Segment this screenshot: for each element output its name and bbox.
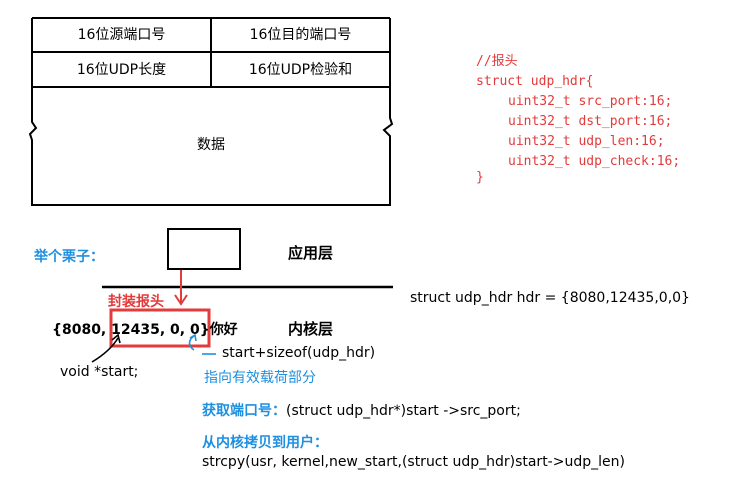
start-pointer (91, 333, 121, 363)
example-label: 举个栗子： (34, 249, 104, 265)
code-struct-close: } (476, 170, 484, 185)
packet-bytes: {8080, 12435, 0, 0}你好 (52, 319, 238, 339)
src-port-cell: 16位源端口号 (77, 27, 166, 43)
code-field: uint32_t src_port:16; (508, 94, 673, 109)
void-start: void *start; (60, 364, 139, 380)
get-port-line: 获取端口号：(struct udp_hdr*)start ->src_port; (202, 400, 521, 420)
code-field: uint32_t dst_port:16; (508, 114, 673, 129)
udp-len-cell: 16位UDP长度 (76, 62, 167, 78)
dst-port-cell: 16位目的端口号 (249, 27, 352, 43)
code-struct-open: struct udp_hdr{ (476, 74, 594, 89)
kernel-layer-label: 内核层 (288, 320, 334, 338)
app-layer-box (167, 228, 241, 270)
packet-prefix: {8080, 1 (52, 322, 121, 338)
udp-header-table (28, 17, 394, 206)
header-highlight-box (109, 308, 211, 348)
payload-pointer (188, 333, 216, 355)
encap-label: 封装报头 (108, 294, 164, 310)
payload-note: 指向有效载荷部分 (204, 370, 316, 386)
code-field: uint32_t udp_check:16; (508, 154, 681, 169)
packet-payload: 你好 (209, 322, 238, 338)
code-field: uint32_t udp_len:16; (508, 134, 665, 149)
get-port-code: (struct udp_hdr*)start ->src_port; (286, 403, 521, 419)
app-layer-label: 应用层 (288, 244, 334, 262)
data-cell: 数据 (197, 137, 225, 153)
packet-boxed: 2435, 0, 0} (120, 322, 210, 338)
udp-check-cell: 16位UDP检验和 (248, 62, 353, 78)
copy-code: strcpy(usr, kernel,new_start,(struct udp… (202, 454, 625, 470)
encap-arrow (174, 270, 188, 306)
struct-init: struct udp_hdr hdr = {8080,12435,0,0} (410, 290, 690, 306)
code-comment: //报头 (476, 54, 518, 69)
get-port-label: 获取端口号： (202, 403, 286, 419)
start-sizeof: start+sizeof(udp_hdr) (222, 345, 376, 361)
copy-label: 从内核拷贝到用户： (202, 435, 328, 451)
